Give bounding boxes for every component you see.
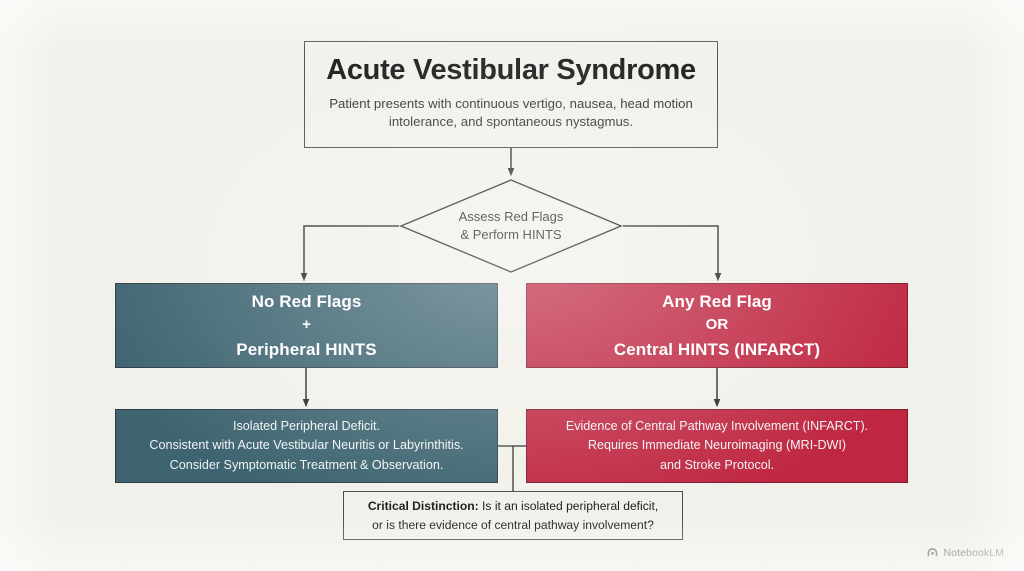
note-line-1: Critical Distinction: Is it an isolated … <box>368 497 658 515</box>
decision-label: Assess Red Flags & Perform HINTS <box>399 178 623 274</box>
branch-left-line-3: Peripheral HINTS <box>236 339 377 359</box>
critical-distinction-note: Critical Distinction: Is it an isolated … <box>343 491 683 540</box>
page-title: Acute Vestibular Syndrome <box>326 53 696 86</box>
outcome-box-central: Evidence of Central Pathway Involvement … <box>526 409 908 483</box>
branch-box-any-red-flag: Any Red Flag OR Central HINTS (INFARCT) <box>526 283 908 368</box>
outcome-left-line-2: Consistent with Acute Vestibular Neuriti… <box>149 438 464 453</box>
title-subtitle: Patient presents with continuous vertigo… <box>329 96 693 130</box>
outcome-left-line-1: Isolated Peripheral Deficit. <box>233 418 380 433</box>
note-label: Critical Distinction: <box>367 499 479 514</box>
watermark-label: NotebookLM <box>943 546 1004 559</box>
branch-box-no-red-flags: No Red Flags + Peripheral HINTS <box>115 283 498 368</box>
wire-decision-to-right-branch <box>623 225 722 282</box>
decision-line-1: Assess Red Flags <box>458 208 564 224</box>
wire-decision-to-left-branch <box>300 225 399 282</box>
branch-left-line-2: + <box>302 316 311 334</box>
notebooklm-watermark: NotebookLM <box>926 546 1004 559</box>
branch-left-line-1: No Red Flags <box>251 291 362 311</box>
title-box: Acute Vestibular Syndrome Patient presen… <box>304 41 718 148</box>
outcome-right-line-2: Requires Immediate Neuroimaging (MRI-DWI… <box>587 438 847 453</box>
branch-right-line-3: Central HINTS (INFARCT) <box>613 339 821 359</box>
outcome-left-line-3: Consider Symptomatic Treatment & Observa… <box>169 457 444 472</box>
note-line-2: or is there evidence of central pathway … <box>372 517 654 532</box>
outcome-right-line-3: and Stroke Protocol. <box>659 457 775 472</box>
decision-diamond: Assess Red Flags & Perform HINTS <box>399 178 623 274</box>
decision-line-2: & Perform HINTS <box>460 227 562 242</box>
notebooklm-logo-icon <box>928 548 938 557</box>
outcome-right-line-1: Evidence of Central Pathway Involvement … <box>565 418 869 433</box>
wire-left-outcome-to-note <box>498 445 514 491</box>
outcome-box-peripheral: Isolated Peripheral Deficit. Consistent … <box>115 409 498 483</box>
note-question-part-1: Is it an isolated peripheral deficit, <box>478 499 659 514</box>
branch-right-line-1: Any Red Flag <box>662 291 772 311</box>
branch-right-line-2: OR <box>705 316 729 334</box>
